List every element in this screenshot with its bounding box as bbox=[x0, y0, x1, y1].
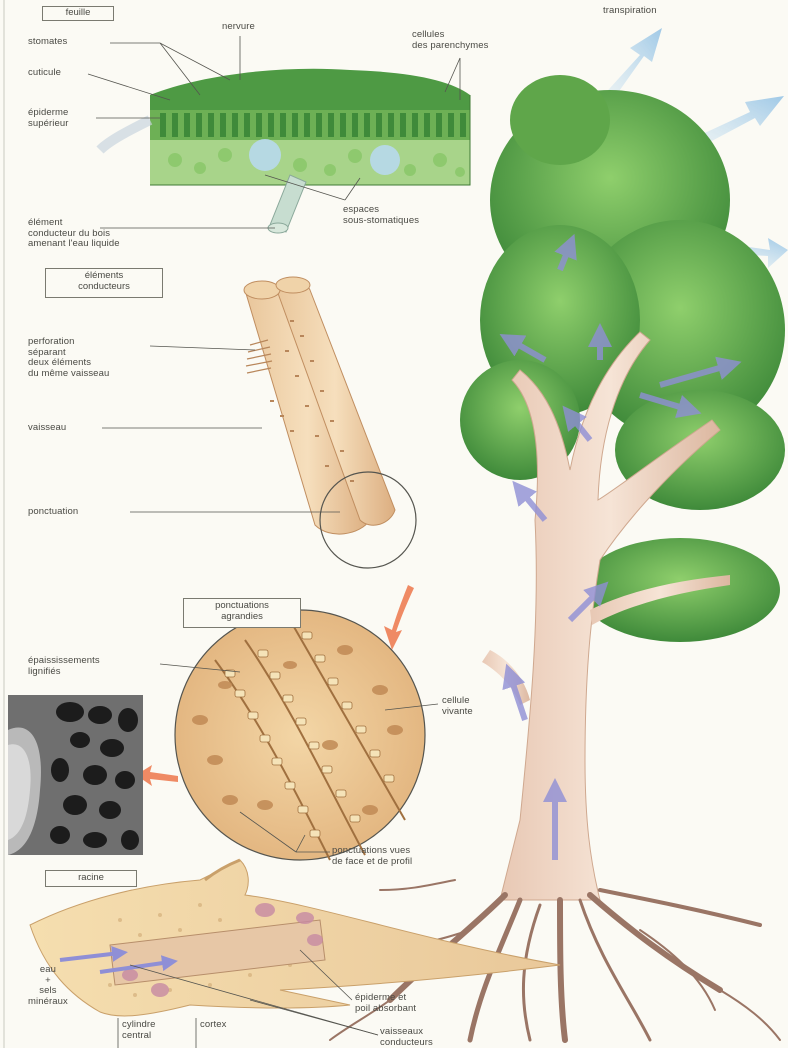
label-living-cell: cellule vivante bbox=[442, 696, 473, 717]
section-title-conducting-elements: éléments conducteurs bbox=[45, 268, 163, 298]
label-water-minerals: eau + sels minéraux bbox=[28, 965, 68, 1007]
vessel-illustration bbox=[244, 277, 416, 568]
label-cuticule: cuticule bbox=[28, 68, 61, 79]
label-parenchyma-cells: cellules des parenchymes bbox=[412, 30, 488, 51]
micrograph-photo bbox=[8, 695, 143, 855]
label-ponctuation: ponctuation bbox=[28, 507, 78, 518]
label-substomatal-spaces: espaces sous-stomatiques bbox=[343, 205, 419, 226]
label-wood-conducting-element: élément conducteur du bois amenant l'eau… bbox=[28, 218, 120, 250]
label-epidermis-root-hair: épiderme et poil absorbant bbox=[355, 993, 416, 1014]
label-cortex: cortex bbox=[200, 1020, 226, 1031]
label-transpiration: transpiration bbox=[603, 6, 657, 17]
label-central-cylinder: cylindre central bbox=[122, 1020, 156, 1041]
label-stomates: stomates bbox=[28, 37, 67, 48]
label-lignified-thickenings: épaississements lignifiés bbox=[28, 656, 100, 677]
label-perforation: perforation séparant deux éléments du mê… bbox=[28, 337, 109, 379]
label-pits-face-profile: ponctuations vues de face et de profil bbox=[332, 846, 412, 867]
section-title-root: racine bbox=[45, 870, 137, 887]
label-vaisseau: vaisseau bbox=[28, 423, 66, 434]
label-conducting-vessels: vaisseaux conducteurs bbox=[380, 1027, 433, 1048]
enlarged-pits bbox=[175, 610, 425, 860]
label-nervure: nervure bbox=[222, 22, 255, 33]
section-title-leaf: feuille bbox=[42, 6, 114, 21]
section-title-enlarged-pits: ponctuations agrandies bbox=[183, 598, 301, 628]
label-upper-epidermis: épiderme supérieur bbox=[28, 108, 69, 129]
